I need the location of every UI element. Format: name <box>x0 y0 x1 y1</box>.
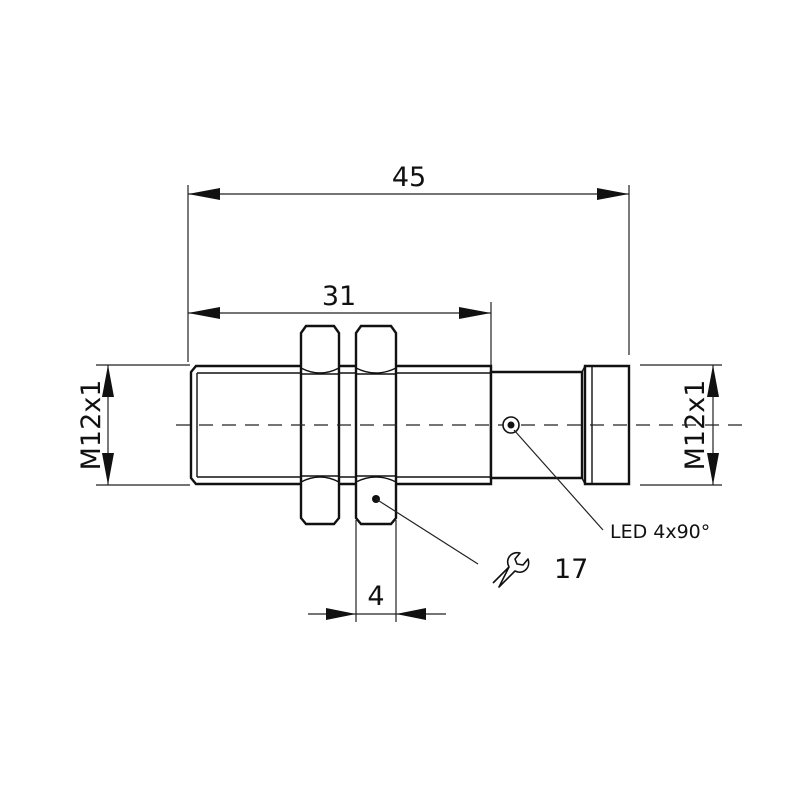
thread-left-label: M12x1 <box>76 380 107 471</box>
led-note: LED 4x90° <box>610 521 710 543</box>
thread-length-label: 31 <box>322 281 356 312</box>
wrench-icon <box>492 551 530 588</box>
nut-width-label: 4 <box>367 581 384 612</box>
dimension-thread-left: M12x1 <box>76 365 114 485</box>
led-callout: LED 4x90° <box>502 416 710 543</box>
wrench-callout: 17 <box>372 495 588 588</box>
hex-nut-right <box>354 324 398 526</box>
dimension-nut-width: 4 <box>308 581 446 620</box>
overall-length-label: 45 <box>392 162 426 193</box>
dimension-thread-length: 31 <box>188 281 491 319</box>
wrench-size-label: 17 <box>554 554 588 585</box>
dimension-overall-length: 45 <box>188 162 629 200</box>
